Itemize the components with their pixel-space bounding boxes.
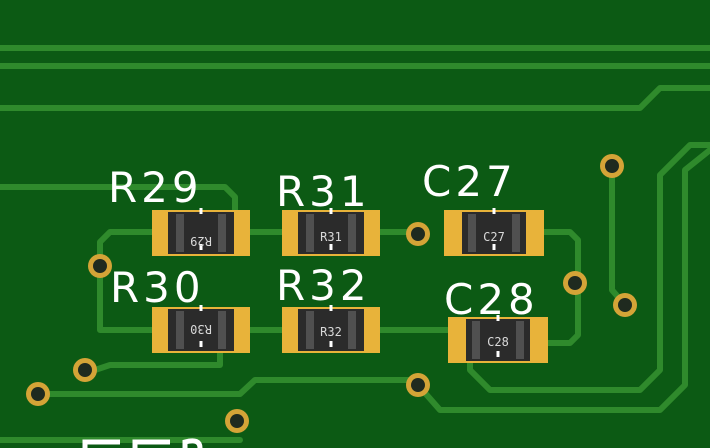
via (600, 154, 624, 178)
vias (26, 154, 637, 433)
body-label: R32 (320, 325, 342, 339)
silkscreen-fragment (82, 438, 203, 448)
trace-top-3 (0, 85, 710, 111)
via (26, 382, 50, 406)
via (88, 254, 112, 278)
silkscreen-label: R29 (108, 163, 203, 212)
body-end (348, 311, 356, 349)
component-c27[interactable]: C27 C27 (422, 157, 544, 258)
body-label: R30 (190, 322, 212, 336)
silkscreen-label: R32 (276, 261, 371, 310)
component-r29[interactable]: R29 R29 (108, 163, 250, 258)
body-label: C28 (487, 335, 509, 349)
trace-c28-down (467, 142, 710, 393)
trace-bottom-2 (415, 147, 710, 413)
via (613, 293, 637, 317)
body-end (306, 311, 314, 349)
silkscreen-label: R31 (276, 167, 371, 216)
trace-r29-left (97, 229, 163, 333)
body-end (306, 214, 314, 252)
body-end (468, 214, 476, 252)
body-end (516, 321, 524, 359)
via (73, 358, 97, 382)
body-end (176, 311, 184, 349)
body-end (218, 214, 226, 252)
via (563, 271, 587, 295)
silkscreen-label: R30 (110, 263, 205, 312)
body-end (176, 214, 184, 252)
body-label: R31 (320, 230, 342, 244)
body-end (218, 311, 226, 349)
body-end (472, 321, 480, 359)
component-r31[interactable]: R31 R31 (276, 167, 380, 258)
body-end (512, 214, 520, 252)
via (225, 409, 249, 433)
silkscreen-label: C28 (444, 275, 539, 324)
silkscreen-label: C27 (422, 157, 517, 206)
component-r32[interactable]: R32 R32 (276, 261, 380, 355)
body-label: R29 (190, 234, 212, 248)
body-label: C27 (483, 230, 505, 244)
via (406, 373, 430, 397)
via (406, 222, 430, 246)
body-end (348, 214, 356, 252)
trace-bottom-1 (35, 377, 421, 397)
component-r30[interactable]: R30 R30 (110, 263, 250, 355)
component-c28[interactable]: C28 C28 (444, 275, 548, 365)
